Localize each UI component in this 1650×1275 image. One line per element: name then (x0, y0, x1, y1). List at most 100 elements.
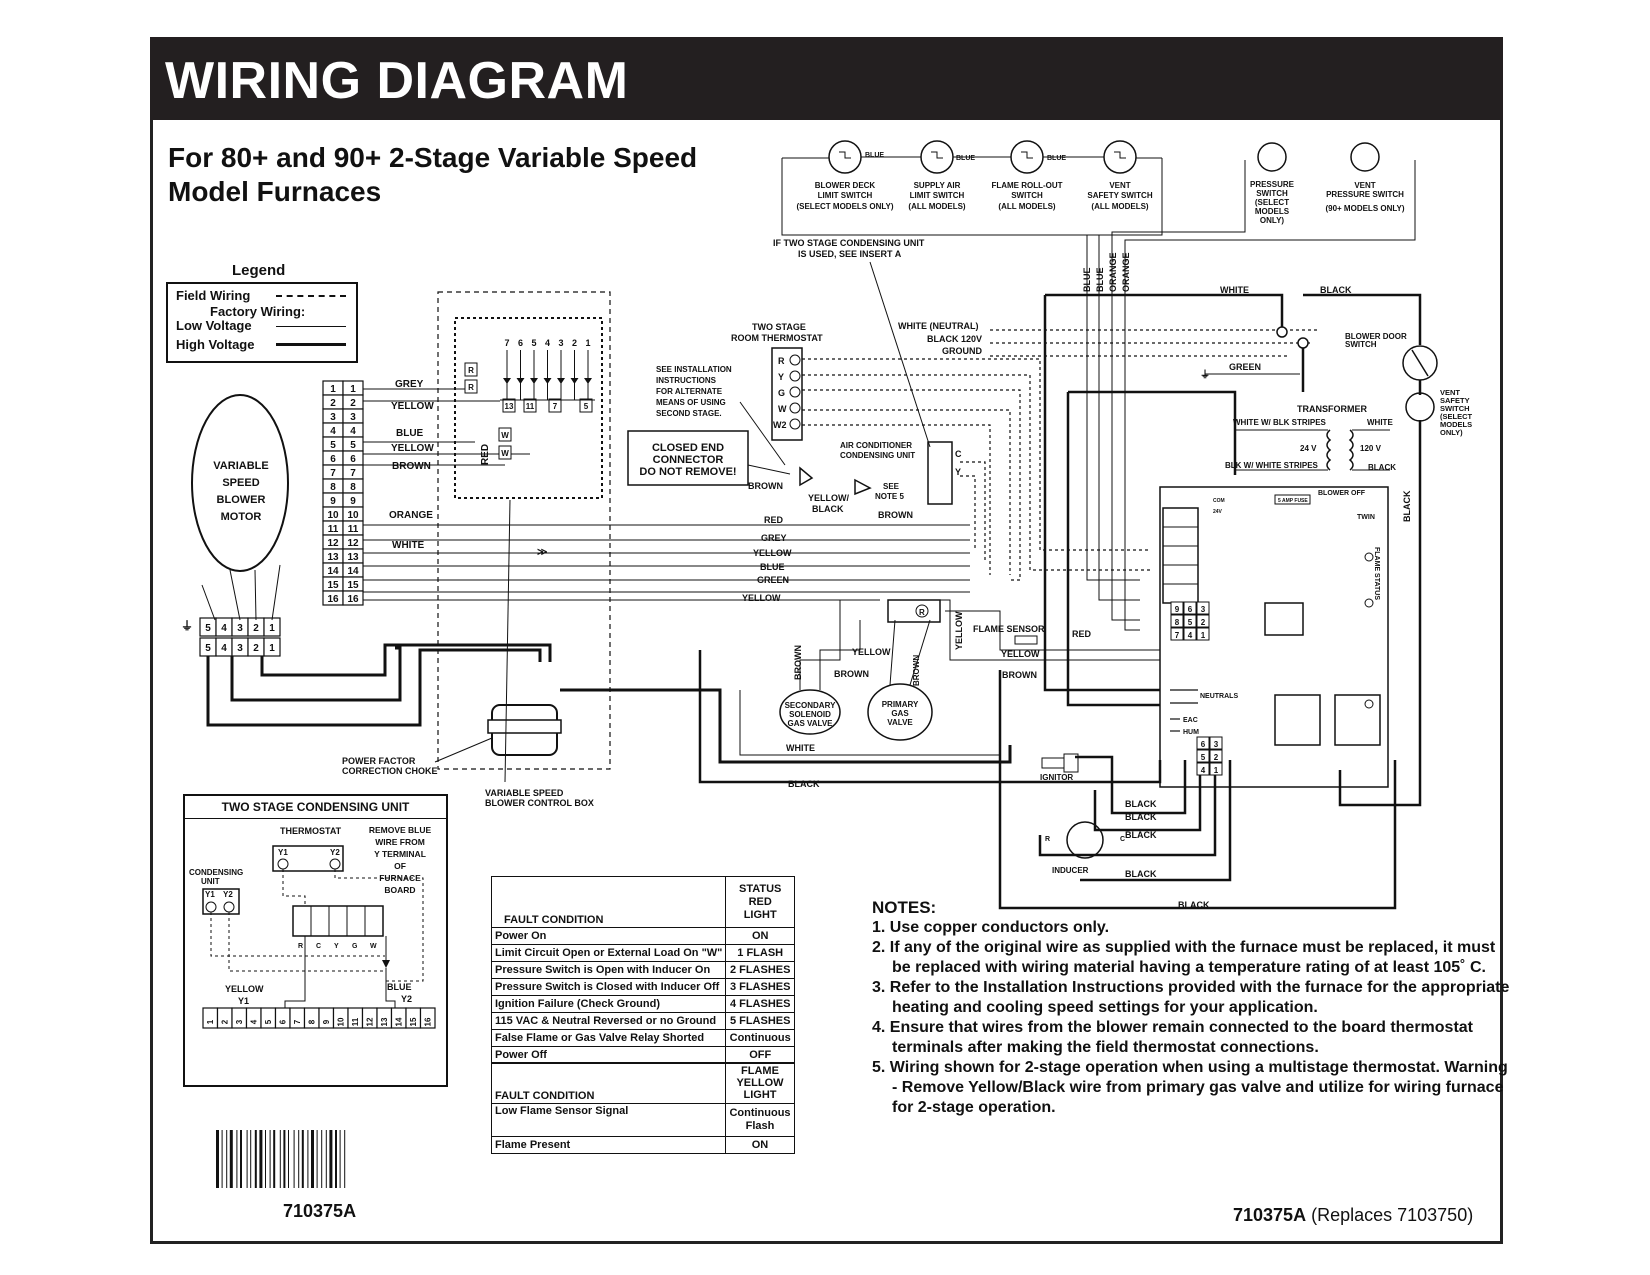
tsc-terminal-label: 5 (264, 1019, 273, 1024)
tsc-terminal-label: 14 (395, 1017, 404, 1026)
svg-text:R: R (919, 608, 925, 617)
dip-switch-block (454, 317, 603, 499)
thermostat-terminal-label: W2 (773, 420, 787, 430)
tsc-terminal-label: 2 (221, 1019, 230, 1024)
motor-label-3: BLOWER (217, 494, 266, 506)
vent-safety-label: SAFETY (1440, 396, 1470, 405)
tsc-term-g: G (352, 943, 358, 950)
plug6-pin: 5 (1201, 753, 1206, 762)
tsc-condensing-box (202, 888, 240, 915)
legend-low-line (276, 326, 346, 327)
flame-sensor-icon (1014, 635, 1038, 645)
motor-terminal-label: 14 (327, 566, 339, 577)
plug9-pin: 9 (1175, 605, 1180, 614)
switch-label-2: LIMIT SWITCH (910, 191, 965, 200)
pressure-switch-label: MODELS (1255, 207, 1290, 216)
secondary-gas-valve (779, 689, 841, 735)
tsc-term-r: R (298, 943, 303, 950)
dip-number: 1 (585, 338, 590, 348)
tsc-term-c: C (316, 943, 321, 950)
legend-high-line (276, 343, 346, 346)
bottom-black-1: BLACK (1125, 799, 1157, 809)
vent-safety-label: SWITCH (1440, 404, 1470, 413)
ac-unit-1: AIR CONDITIONER (840, 441, 912, 450)
green-label: GREEN (1229, 362, 1261, 372)
plug-pin-label: 5 (205, 643, 211, 654)
tsc-title: TWO STAGE CONDENSING UNIT (185, 800, 446, 819)
fault-condition: Pressure Switch is Closed with Inducer O… (490, 978, 727, 996)
insert-note-2: IS USED, SEE INSERT A (798, 249, 902, 259)
primary-valve-2: GAS (891, 709, 909, 718)
fault-condition: Flame Present (491, 1136, 726, 1154)
blower-door-2: SWITCH (1345, 340, 1377, 349)
transformer-title: TRANSFORMER (1297, 404, 1367, 414)
closed-end-3: DO NOT REMOVE! (639, 466, 736, 478)
thermostat-terminal-label: R (778, 356, 785, 366)
note-3: 3. Refer to the Installation Instruction… (872, 979, 1510, 1016)
plug9-pin: 2 (1201, 618, 1206, 627)
tsc-condensing-1: CONDENSING (189, 868, 243, 877)
motor-terminal-label: 3 (350, 412, 356, 423)
black-120v: BLACK 120V (927, 334, 982, 344)
blower-control-box (437, 291, 611, 770)
plug-pin-label: 2 (253, 643, 259, 654)
legend: Field Wiring Factory Wiring: Low Voltage… (166, 282, 358, 363)
thermostat-terminal (789, 402, 801, 414)
motor-terminal-label: 2 (330, 398, 336, 409)
yellow-black-1: YELLOW/ (808, 493, 849, 503)
board-wire-brown-1: BROWN (748, 481, 783, 491)
tsc-tstat-y2: Y2 (330, 848, 340, 857)
inducer-r: R (1045, 836, 1050, 843)
motor-terminal-label: 3 (330, 412, 336, 423)
dip-number: 4 (545, 338, 550, 348)
see-note5-2: NOTE 5 (875, 492, 904, 501)
motor-terminal-label: 11 (348, 524, 359, 535)
fault-status: ON (725, 1136, 795, 1154)
plug6-pin: 4 (1201, 766, 1206, 775)
pressure-switch-label: (SELECT (1255, 198, 1289, 207)
vent-pressure-switch-label: (90+ MODELS ONLY) (1325, 204, 1404, 213)
ft2-header-status: FLAME YELLOW LIGHT (725, 1062, 795, 1104)
legend-title: Legend (232, 262, 286, 279)
fault-table-red: FAULT CONDITION STATUS RED LIGHT Power O… (490, 876, 795, 1064)
ac-term-c: C (955, 449, 962, 459)
dip-number: 6 (518, 338, 523, 348)
bottom-black-4: BLACK (1125, 869, 1157, 879)
motor-terminal-label: 5 (350, 440, 356, 451)
two-stage-condensing-unit: TWO STAGE CONDENSING UNIT THERMOSTAT Y1 … (183, 794, 448, 1087)
switch-wire-2: BLUE (956, 155, 975, 162)
motor-terminal-label: 12 (327, 538, 339, 549)
tsc-cu-y1: Y1 (205, 890, 215, 899)
see-install-4: MEANS OF USING (656, 398, 726, 407)
fault-table-yellow: FAULT CONDITION FLAME YELLOW LIGHT Low F… (491, 1062, 795, 1154)
wire-orange: ORANGE (389, 510, 433, 521)
notes: NOTES: 1. Use copper conductors only. 2.… (872, 898, 1512, 1118)
ignitor-label: IGNITOR (1040, 773, 1073, 782)
motor-label-1: VARIABLE (213, 460, 268, 472)
plug-pin-label: 4 (221, 623, 227, 634)
dip-terminal (498, 427, 512, 442)
valve-white: WHITE (786, 743, 815, 753)
room-thermostat (771, 347, 803, 441)
board-wire-brown-2: BROWN (878, 510, 913, 520)
tsc-terminal-label: 10 (337, 1017, 346, 1026)
fault-condition: Ignition Failure (Check Ground) (490, 995, 727, 1013)
board-24v: 24V (1213, 509, 1223, 515)
switch-label-2: SWITCH (1011, 191, 1043, 200)
inducer-label: INDUCER (1052, 866, 1089, 875)
tsc-blue: BLUE (387, 982, 412, 992)
switch-label-3: (ALL MODELS) (908, 202, 966, 211)
ignitor-icon (1041, 757, 1065, 769)
svg-text:⏚: ⏚ (1200, 369, 1210, 381)
motor-label-4: MOTOR (221, 511, 262, 523)
fault-row: Pressure Switch is Closed with Inducer O… (490, 978, 795, 996)
tsc-term-y: Y (334, 943, 339, 950)
valve-brown-vertical: BROWN (793, 645, 803, 680)
motor-terminal-label: 9 (330, 496, 336, 507)
white-label: WHITE (1220, 285, 1249, 295)
pressure-switch-label: SWITCH (1256, 189, 1288, 198)
switch-label-1: FLAME ROLL-OUT (991, 181, 1062, 190)
